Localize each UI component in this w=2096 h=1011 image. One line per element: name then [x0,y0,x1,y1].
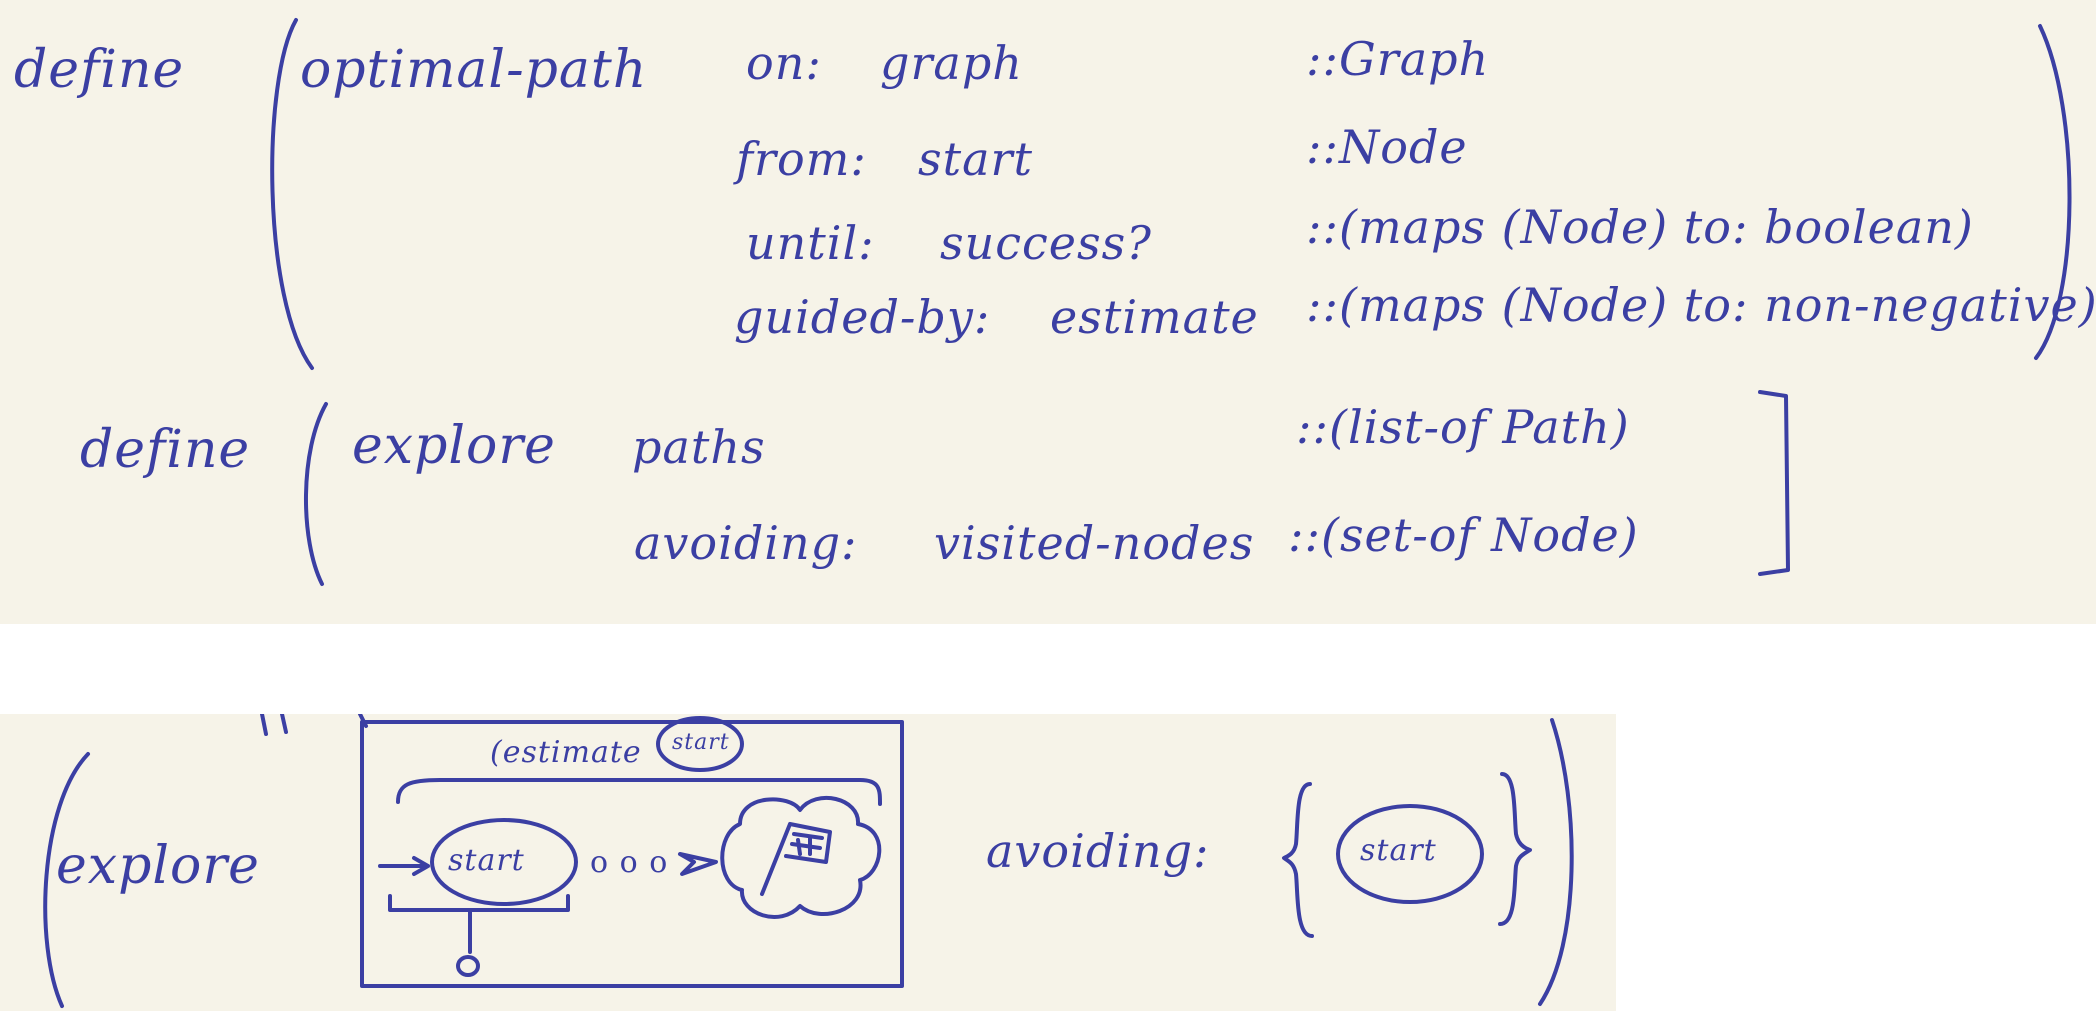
define-keyword-outer: define [14,40,185,100]
param-name-start: start [918,132,1033,186]
goal-flag-icon [760,822,832,896]
param-type-node: ::Node [1306,120,1468,174]
cropped-marks [260,714,368,736]
set-open-brace [1282,782,1314,938]
avoiding-keyword: avoiding: [986,824,1210,878]
handwritten-definition-scan: define optimal-path on: graph ::Graph fr… [0,0,2096,624]
param-type-estimate: ::(maps (Node) to: non-negative) [1306,278,2096,332]
outer-close-bracket [2034,24,2072,360]
inner-param-name-paths: paths [632,420,766,474]
param-name-estimate: estimate [1050,290,1259,344]
estimate-arg: start [672,730,730,755]
set-close-brace [1498,772,1532,926]
path-ellipsis: o o o [590,845,669,880]
inner-param-type-visited: ::(set-of Node) [1288,508,1639,562]
inner-open-bracket [304,402,328,586]
set-start-circle [1336,804,1484,904]
estimate-label: (estimate [490,735,642,770]
param-name-graph: graph [880,36,1023,90]
inner-function-name: explore [352,416,556,476]
inner-close-bracket [1758,390,1790,576]
param-keyword-from: from: [736,132,867,186]
param-type-success: ::(maps (Node) to: boolean) [1306,200,1974,254]
estimate-brace [396,778,882,806]
paths-list-box [360,720,904,988]
param-keyword-until: until: [746,216,875,270]
param-name-success: success? [940,216,1152,270]
path-cost-node [456,955,480,977]
path-start-label: start [448,843,525,878]
goal-flag-checks [790,832,824,856]
path-cost-brace [388,894,570,954]
param-keyword-on: on: [746,36,822,90]
param-type-graph: ::Graph [1306,32,1490,86]
start-node-circle [430,818,578,906]
outer-open-bracket [270,18,314,370]
goal-arrow [678,852,718,876]
inner-param-name-visited-nodes: visited-nodes [934,516,1255,570]
bracket-strokes [270,18,2072,586]
incoming-arrow [378,856,430,876]
param-keyword-guided-by: guided-by: [734,290,991,344]
handwritten-diagram-scan: explore (estimate start start o o o avoi… [0,714,1616,1011]
estimate-start-circle [656,716,744,772]
call-open-bracket [43,752,90,1008]
inner-param-type-paths: ::(list-of Path) [1296,400,1630,454]
define-keyword-inner: define [80,420,251,480]
set-start-label: start [1360,833,1437,868]
call-close-bracket [1538,718,1574,1006]
explore-call: explore [56,836,260,896]
goal-cloud [720,795,882,919]
function-name: optimal-path [300,40,648,100]
diagram-strokes [43,714,1574,1008]
inner-param-keyword-avoiding: avoiding: [634,516,858,570]
